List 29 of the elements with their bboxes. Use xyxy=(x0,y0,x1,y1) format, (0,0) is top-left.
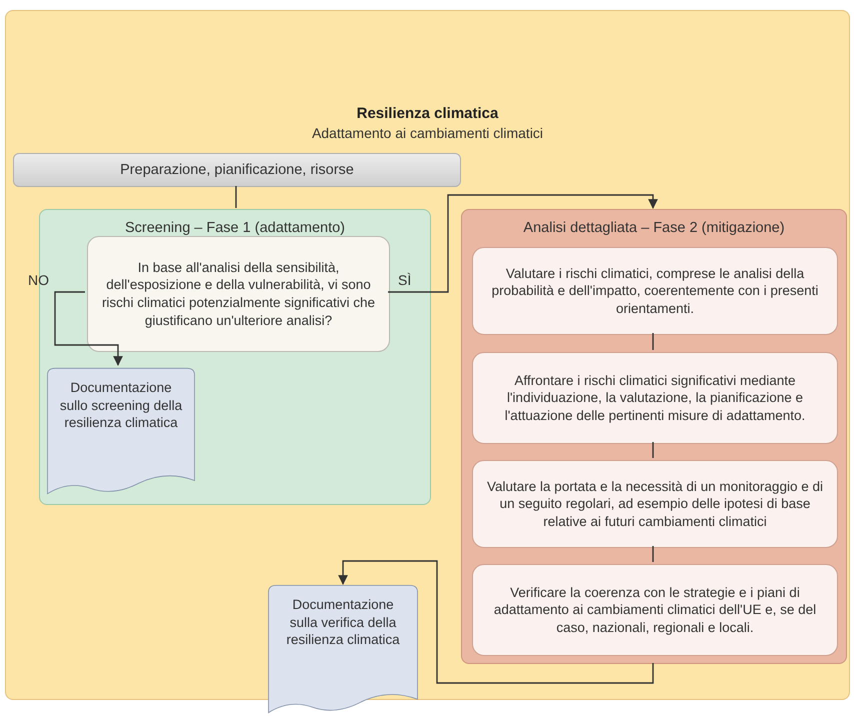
document-text: Documentazione sulla verifica della resilienza climatica xyxy=(285,596,401,649)
panel-heading: Screening – Fase 1 (adattamento) xyxy=(124,219,346,238)
container-panel xyxy=(5,10,850,700)
edge-label: NO xyxy=(28,271,49,290)
box-text: Valutare la portata e la necessità di un monitoraggio e di un seguito regolari, ad esempio delle ipotesi di base relative ai futuri cambiamenti climatici xyxy=(486,478,824,530)
connector-line xyxy=(652,442,654,458)
process-label: Preparazione, pianificazione, risorse xyxy=(120,160,354,180)
box-text: Valutare i rischi climatici, comprese le analisi della probabilità e dell'impatto, coerentemente con i presenti orientamenti. xyxy=(490,264,820,318)
process-box xyxy=(472,564,838,656)
panel-heading: Analisi dettagliata – Fase 2 (mitigazione) xyxy=(522,219,786,238)
connector-line xyxy=(652,546,654,562)
arrow xyxy=(338,560,654,684)
box-text: Affrontare i rischi climatici significativi mediante l'individuazione, la valutazione, la pianificazione e l'attuazione delle pertinenti misure di adattamento. xyxy=(504,372,806,424)
box-text: Verificare la coerenza con le strategie e i piani di adattamento ai cambiamenti climatici dell'UE e, se del caso, nazionali, regionali e locali. xyxy=(492,584,818,636)
decision-box xyxy=(87,236,390,352)
process-box xyxy=(472,247,838,335)
diagram-subtitle: Adattamento ai cambiamenti climatici xyxy=(310,124,544,143)
document-text: Documentazione sullo screening della resilienza climatica xyxy=(58,379,184,432)
phase-panel xyxy=(461,209,847,664)
connector-line xyxy=(235,186,237,208)
diagram-title: Resilienza climatica xyxy=(356,104,500,124)
arrow xyxy=(388,194,658,293)
edge-label: SÌ xyxy=(398,271,412,290)
process-box xyxy=(472,352,838,444)
box-text: In base all'analisi della sensibilità, dell'esposizione e della vulnerabilità, vi sono rischi climatici potenzialmente significativi che giustificano un'ulteriore analisi? xyxy=(100,258,376,330)
process-box xyxy=(472,460,838,548)
arrow xyxy=(54,291,123,366)
process-bar xyxy=(13,153,461,187)
connector-line xyxy=(652,333,654,350)
